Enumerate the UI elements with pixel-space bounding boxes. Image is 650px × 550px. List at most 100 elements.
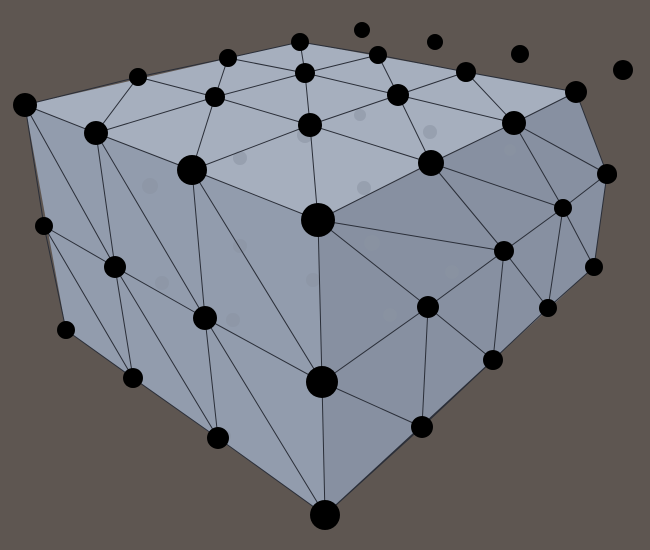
mesh-edge [397,94,515,124]
mesh-edge [191,169,206,319]
mesh-vertex[interactable] [565,81,587,103]
mesh-edge [191,169,319,221]
mesh-edge [43,225,67,331]
mesh-edge [575,91,608,175]
mesh-edge [24,104,45,227]
mesh-edge [492,250,505,361]
mesh-edge [227,41,301,59]
hidden-vertex [233,151,247,165]
mesh-edge [299,41,379,56]
mesh-vertex[interactable] [387,84,409,106]
mesh-edge [217,437,326,516]
mesh-vertex[interactable] [84,121,108,145]
mesh-vertex[interactable] [597,164,617,184]
mesh-edge [321,381,326,516]
hidden-vertex [226,313,240,327]
mesh-edge [465,71,577,93]
mesh-vertex[interactable] [207,427,229,449]
mesh-vertex[interactable] [295,63,315,83]
hidden-vertex [155,276,169,290]
mesh-edge [377,54,467,73]
mesh-vertex[interactable] [411,416,433,438]
mesh-edge [427,306,494,361]
hidden-vertex [142,178,158,194]
mesh-edge [114,266,206,319]
mesh-edge [24,104,116,268]
mesh-edge [317,219,505,252]
mesh-vertex[interactable] [585,258,603,276]
mesh-edge [95,132,206,319]
mesh-vertex[interactable] [511,45,529,63]
mesh-edge [321,306,429,383]
mesh-vertex[interactable] [104,256,126,278]
mesh-vertex[interactable] [193,306,217,330]
mesh-edge [427,250,505,308]
mesh-edge [513,122,564,209]
mesh-edge [137,76,216,98]
mesh-vertex[interactable] [123,368,143,388]
hidden-vertex [354,109,366,121]
hidden-vertex [504,144,516,156]
front-face[interactable] [25,105,325,515]
mesh-edge [43,225,116,268]
mesh-edge [95,96,216,134]
mesh-vertex[interactable] [613,60,633,80]
mesh-vertex[interactable] [177,155,207,185]
mesh-vertex[interactable] [502,111,526,135]
mesh-edge [114,266,134,379]
mesh-vertex[interactable] [539,299,557,317]
mesh-edge [191,169,323,383]
mesh-vertex[interactable] [554,199,572,217]
mesh-vertex[interactable] [418,150,444,176]
mesh-edge [304,54,379,74]
mesh-edge [503,250,549,309]
mesh-vertex[interactable] [483,350,503,370]
mesh-vertex[interactable] [306,366,338,398]
mesh-edge [317,162,432,221]
mesh-vertex[interactable] [205,87,225,107]
mesh-edge [137,57,229,78]
mesh-vertex[interactable] [456,62,476,82]
hidden-vertex [445,265,459,279]
mesh-vertex[interactable] [310,500,340,530]
mesh-vertex[interactable] [417,296,439,318]
mesh-edge [321,381,423,428]
mesh-edge [304,72,399,96]
mesh-vertex[interactable] [298,113,322,137]
mesh-edge [43,225,134,379]
mesh-edge [317,219,323,383]
mesh-edge [309,94,399,126]
mesh-edge [421,306,429,428]
mesh-edge [24,76,139,106]
mesh-vertex[interactable] [301,203,335,237]
mesh-vertex[interactable] [494,241,514,261]
mesh-vertex[interactable] [35,217,53,235]
mesh-vertex[interactable] [369,46,387,64]
hidden-vertex [364,235,380,251]
mesh-edge [593,173,608,268]
mesh-vertex[interactable] [13,93,37,117]
hidden-vertex [423,125,437,139]
mesh-edge [204,317,323,383]
mesh-edge [492,307,549,361]
mesh-edge [397,71,467,96]
mesh-edge [204,317,326,516]
mesh-vertex[interactable] [291,33,309,51]
mesh-edge [214,72,306,98]
mesh-edge [132,377,219,439]
mesh-vertex[interactable] [354,22,370,38]
mesh-vertices[interactable] [13,33,617,530]
mesh-edge [204,317,219,439]
mesh-edge [430,162,564,209]
mesh-edge [227,57,306,74]
mesh-vertex[interactable] [129,68,147,86]
mesh-vertex[interactable] [57,321,75,339]
hidden-vertex [306,273,320,287]
mesh-edge [430,162,505,252]
mesh-edge [421,359,494,428]
mesh-vertex[interactable] [427,34,443,50]
mesh-vertex[interactable] [219,49,237,67]
right-face[interactable] [318,92,607,515]
